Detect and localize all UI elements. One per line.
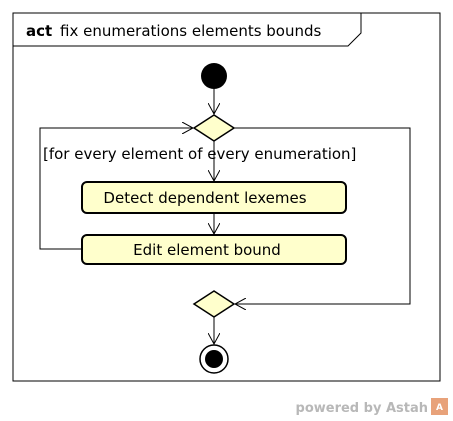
svg-text:A: A [436, 403, 443, 413]
frame-title: fix enumerations elements bounds [60, 22, 322, 40]
frame-name-tab [13, 13, 362, 47]
loop-guard-label: [for every element of every enumeration] [43, 145, 356, 163]
edge-loop-back [39, 128, 193, 250]
astah-logo-icon: A [431, 398, 448, 415]
initial-node[interactable] [201, 63, 227, 89]
action-detect-label: Detect dependent lexemes [103, 189, 306, 207]
loop-decision-node[interactable] [192, 114, 236, 142]
edge-loop-exit [234, 127, 411, 304]
final-node-core [205, 350, 223, 368]
frame-keyword: act [26, 22, 52, 40]
diagram-frame [12, 12, 441, 382]
exit-merge-node[interactable] [192, 290, 236, 318]
watermark-text: powered by Astah [296, 401, 428, 416]
action-edit-label: Edit element bound [133, 241, 281, 259]
